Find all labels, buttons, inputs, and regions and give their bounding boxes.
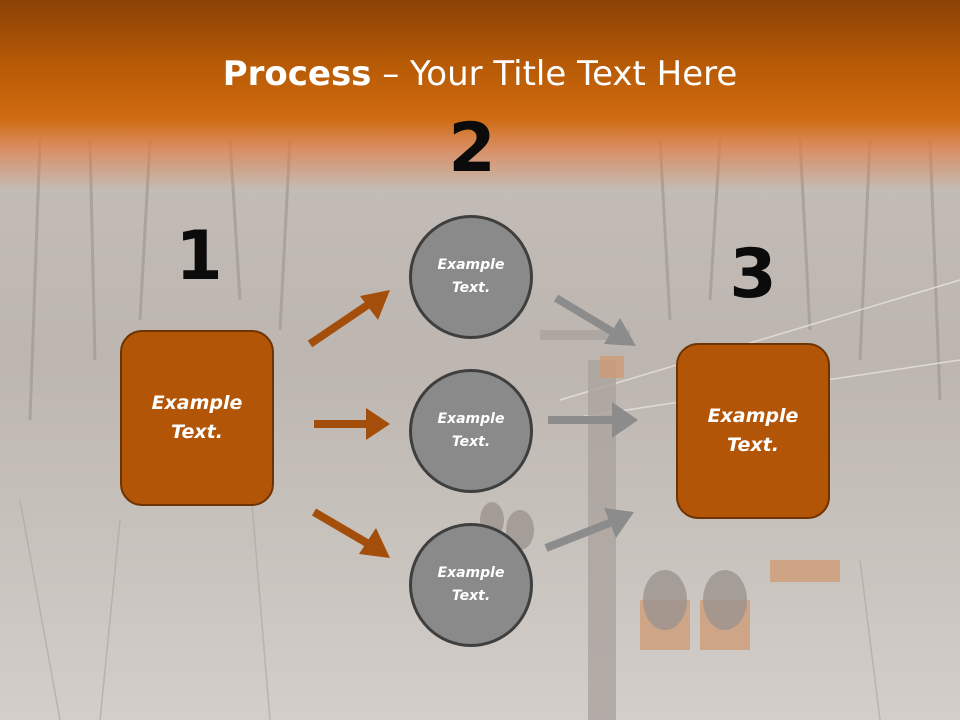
circle-middle[interactable]: Example Text. (409, 369, 533, 493)
left-box[interactable]: Example Text. (120, 330, 274, 506)
title-band (0, 0, 960, 190)
circle-bottom-line1: Example (437, 565, 505, 581)
step-number-3: 3 (729, 235, 777, 314)
circle-bottom-line2: Text. (451, 588, 491, 604)
right-box[interactable]: Example Text. (676, 343, 830, 519)
right-box-line2: Text. (727, 434, 779, 456)
title-rest: – Your Title Text Here (371, 54, 738, 94)
circle-bottom[interactable]: Example Text. (409, 523, 533, 647)
circle-middle-line1: Example (437, 411, 505, 427)
circle-top-line1: Example (437, 257, 505, 273)
left-box-line1: Example (151, 392, 243, 414)
title-bold: Process (222, 54, 372, 94)
right-box-line1: Example (707, 405, 799, 427)
arrow-up-right-gray (544, 508, 634, 552)
left-box-line2: Text. (171, 421, 223, 443)
circle-top-line2: Text. (451, 280, 491, 296)
circle-top[interactable]: Example Text. (409, 215, 533, 339)
circle-middle-line2: Text. (451, 434, 491, 450)
arrow-right-gray (548, 402, 638, 438)
step-number-1: 1 (175, 217, 223, 296)
arrow-down-right-gray (553, 294, 636, 346)
slide-title: Process – Your Title Text Here (0, 52, 960, 96)
arrow-right-orange (314, 408, 390, 440)
arrow-up-right-orange (307, 290, 390, 348)
arrow-down-right-orange (311, 508, 390, 558)
step-number-2: 2 (448, 109, 496, 188)
